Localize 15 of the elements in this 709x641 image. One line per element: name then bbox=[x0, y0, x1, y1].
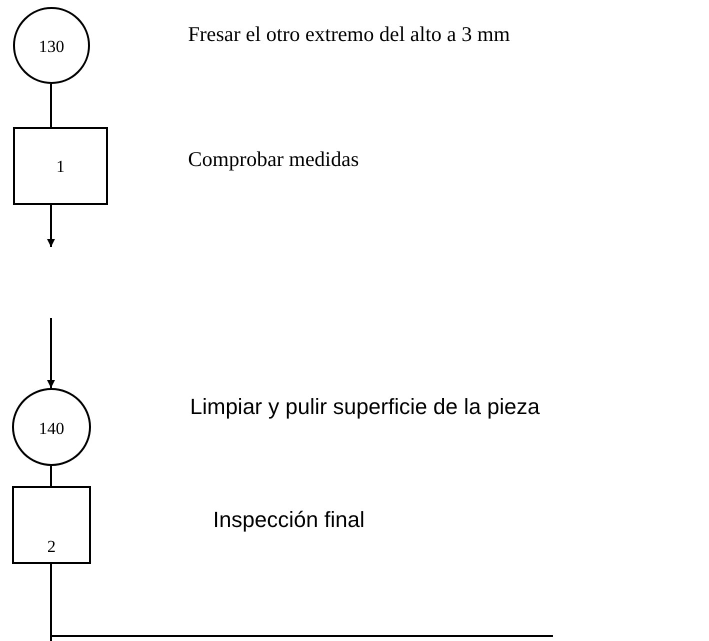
arrow bbox=[47, 205, 55, 247]
step-number: 130 bbox=[38, 37, 66, 57]
inspection-box bbox=[13, 127, 108, 205]
step-description: Comprobar medidas bbox=[188, 147, 359, 171]
step-description: Limpiar y pulir superficie de la pieza bbox=[190, 395, 540, 419]
step-number: 140 bbox=[38, 419, 66, 439]
arrow bbox=[47, 318, 55, 388]
step-number: 1 bbox=[55, 157, 66, 177]
inspection-box bbox=[12, 486, 91, 564]
connector-line bbox=[50, 564, 52, 641]
connector-line bbox=[50, 84, 52, 127]
step-number: 2 bbox=[46, 537, 57, 557]
connector-line bbox=[50, 466, 52, 486]
step-description: Inspección final bbox=[213, 508, 365, 532]
step-description: Fresar el otro extremo del alto a 3 mm bbox=[188, 22, 510, 46]
